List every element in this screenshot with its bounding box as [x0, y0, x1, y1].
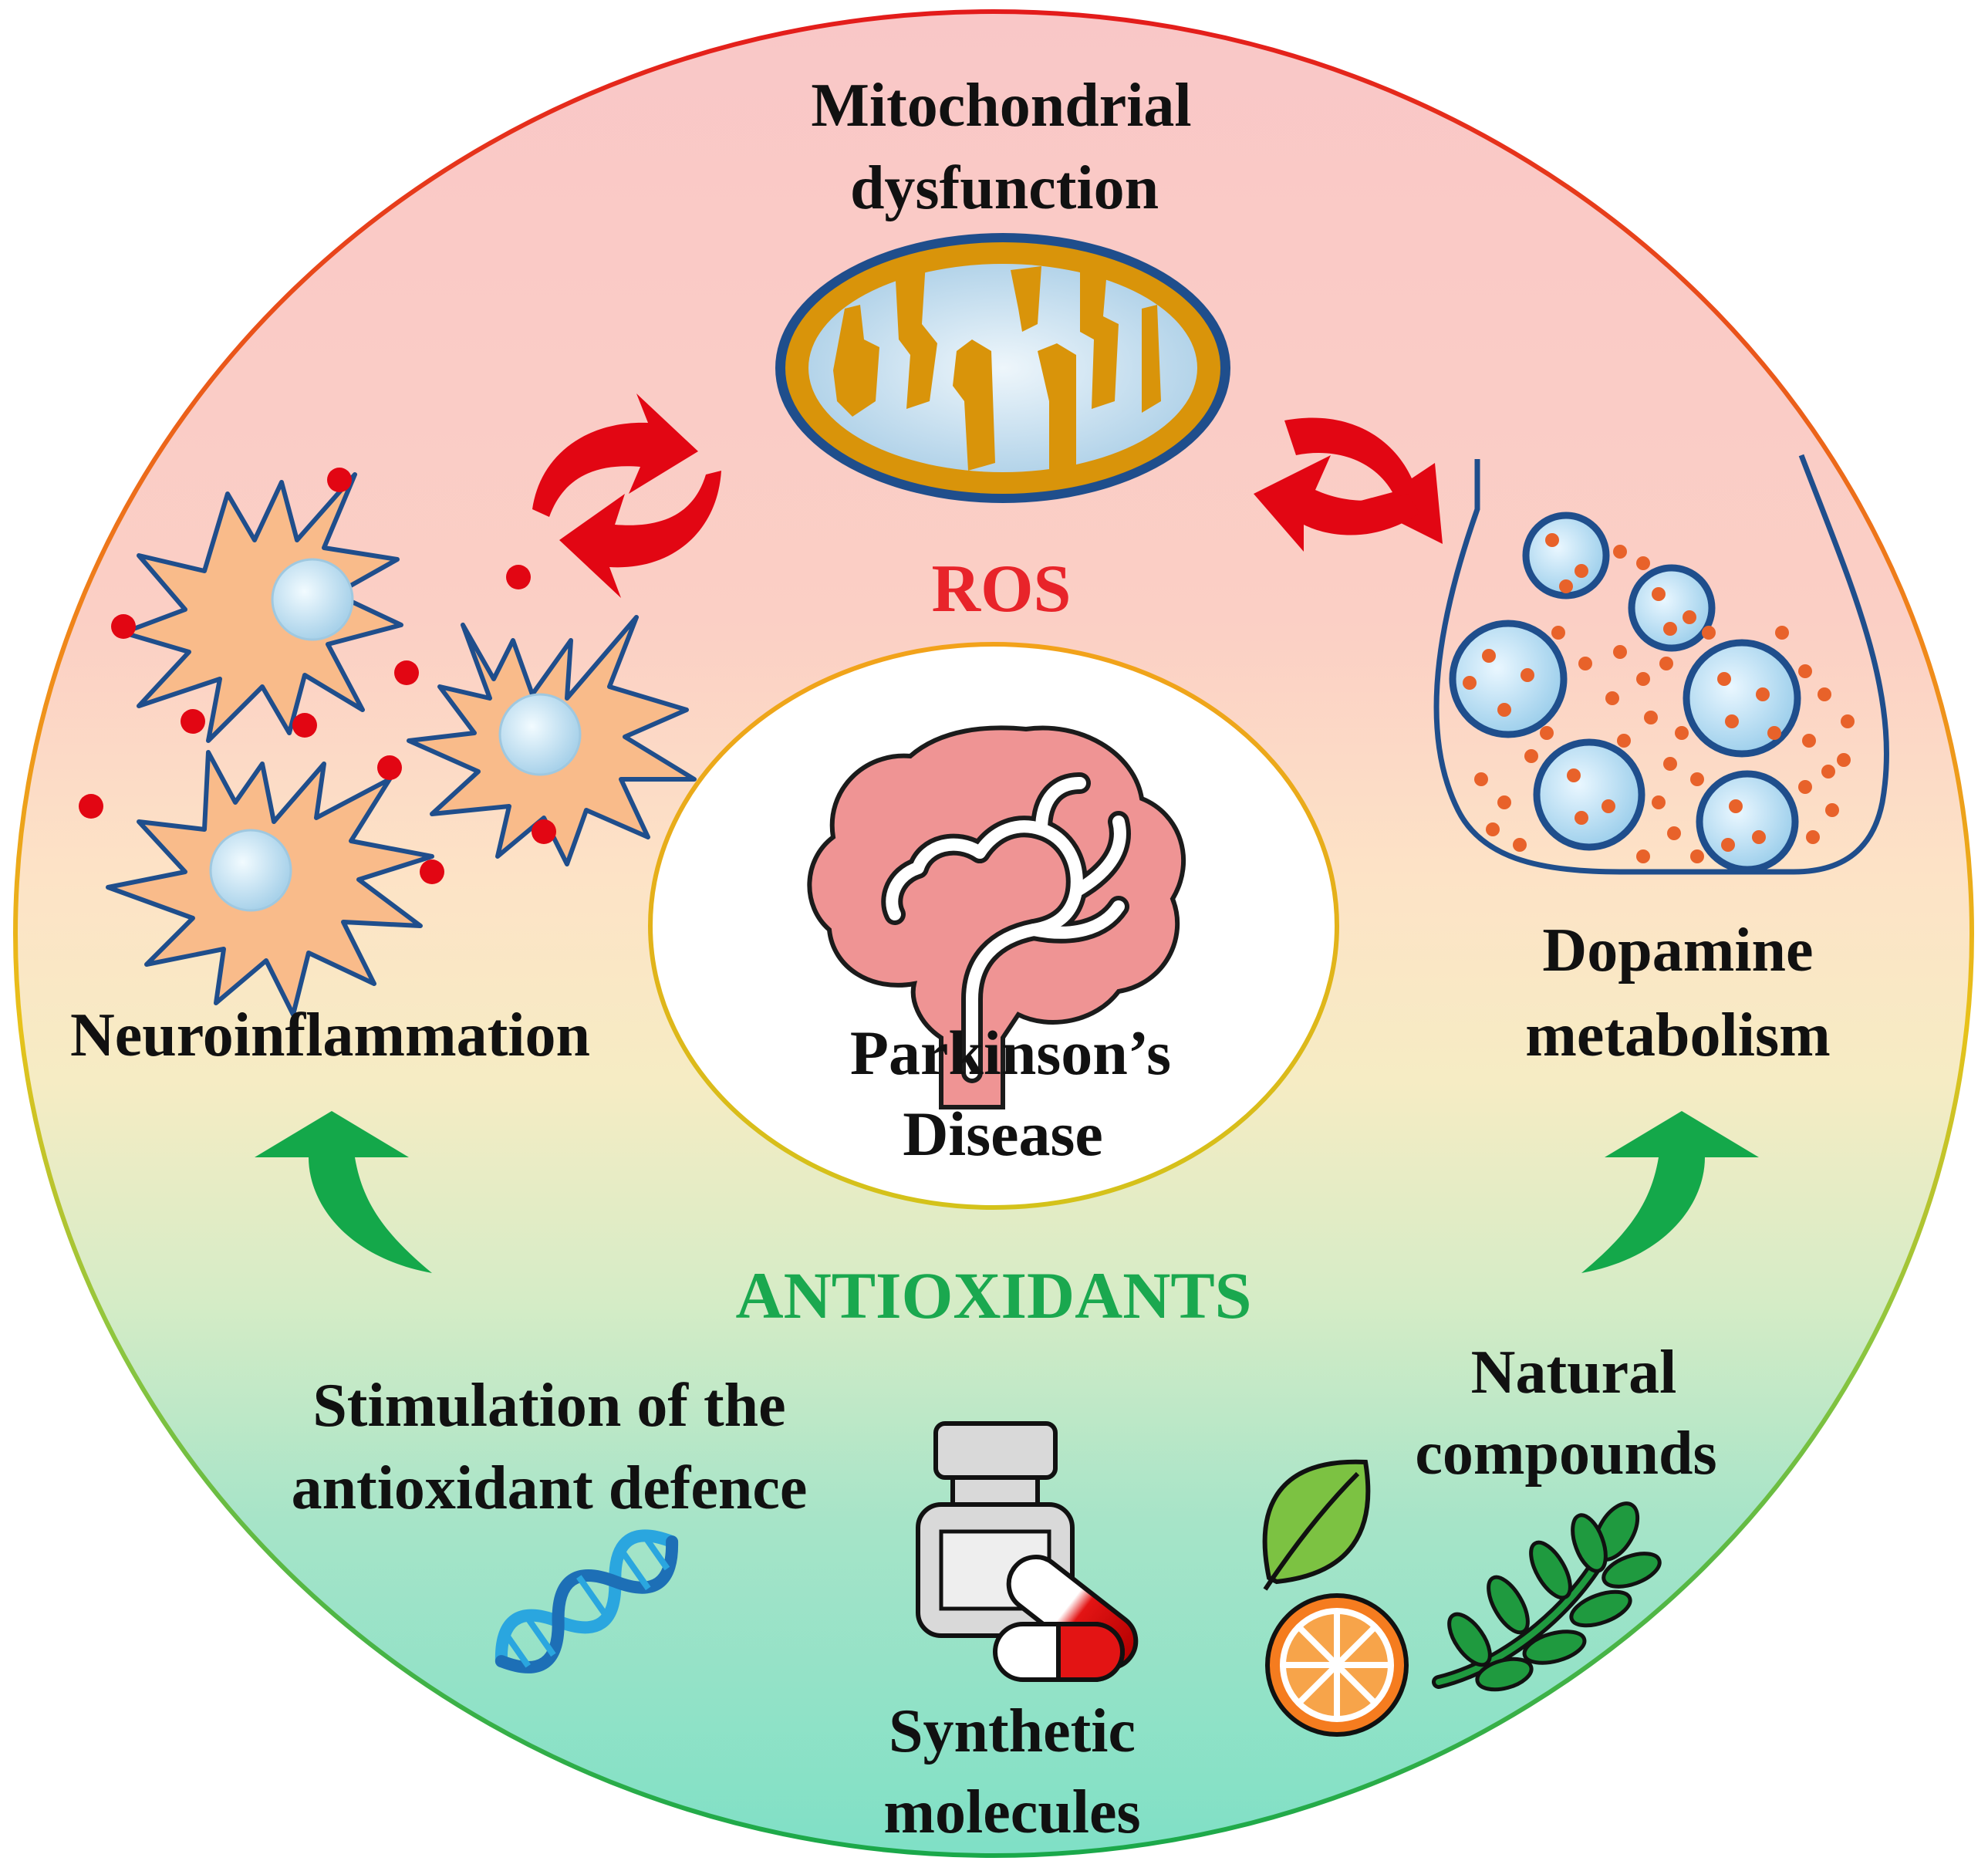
stimulation-label-line2: antioxidant defence — [292, 1454, 808, 1522]
microglia-cell-icon — [121, 472, 403, 743]
stimulation-label-line1: Stimulation of the — [312, 1372, 785, 1440]
natural-label-line1: Natural — [1471, 1339, 1677, 1407]
brain-icon — [807, 725, 1186, 1109]
microglia-cell-icon — [407, 615, 697, 866]
ros-dots — [79, 468, 556, 884]
mitochondria-label-line2: dysfunction — [850, 154, 1159, 222]
neuroinflammation-label: Neuroinflammation — [70, 1001, 590, 1069]
mitochondria-label-line1: Mitochondrial — [811, 72, 1191, 140]
center-title-line2: Disease — [903, 1099, 1103, 1169]
microglia-cell-icon — [106, 750, 434, 1017]
capsule-icon — [993, 1622, 1125, 1682]
cycle-arrows-right-icon — [1254, 417, 1443, 552]
antioxidants-label: ANTIOXIDANTS — [735, 1258, 1251, 1332]
synapse-terminal-icon — [1433, 454, 1889, 875]
orange-slice-icon — [1265, 1593, 1409, 1737]
mitochondria-icon — [775, 233, 1230, 503]
dopamine-label-line1: Dopamine — [1542, 917, 1813, 984]
cycle-arrows-left-icon — [532, 393, 721, 598]
center-title-line1: Parkinson’s — [850, 1018, 1171, 1088]
synthetic-label-line2: molecules — [883, 1778, 1140, 1846]
leaf-icon — [1262, 1459, 1371, 1591]
herb-sprig-icon — [1432, 1501, 1662, 1692]
green-arrow-left-icon — [255, 1111, 432, 1273]
ros-label: ROS — [932, 552, 1072, 626]
synthetic-label-line1: Synthetic — [889, 1697, 1136, 1765]
dopamine-label-line2: metabolism — [1525, 1001, 1831, 1069]
natural-label-line2: compounds — [1415, 1420, 1716, 1488]
green-arrow-right-icon — [1581, 1111, 1759, 1273]
dna-icon — [494, 1529, 679, 1673]
